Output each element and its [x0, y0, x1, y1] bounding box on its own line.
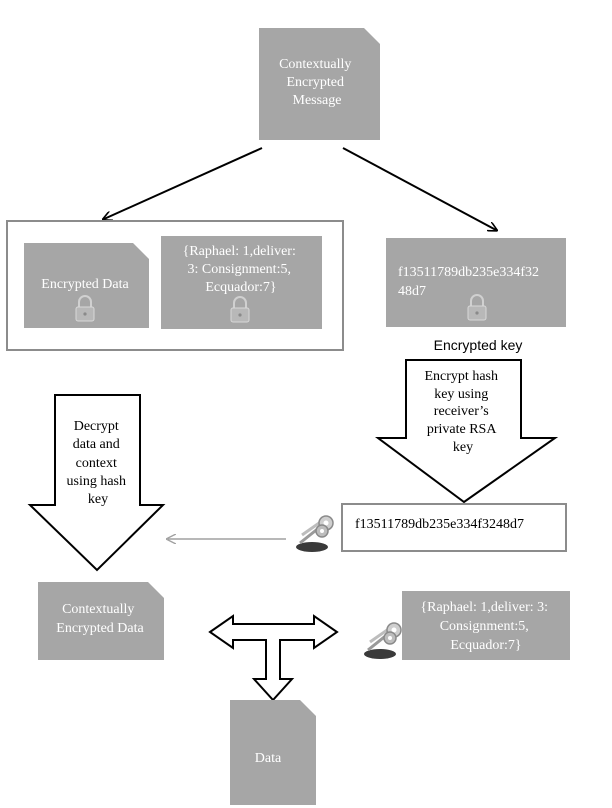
encrypted-data-node: Encrypted Data	[24, 243, 149, 328]
split-group-frame	[6, 220, 344, 351]
context-bottom-text: {Raphael: 1,deliver: 3: Consignment:5, E…	[420, 600, 551, 653]
hash-key-node: f13511789db235e334f32 48d7	[386, 238, 566, 327]
keys-icon	[296, 515, 334, 552]
hash-key-plain-node: f13511789db235e334f3248d7	[341, 503, 567, 552]
message-label: Contextually Encrypted Message	[279, 57, 355, 108]
contextually-data-label: Contextually Encrypted Data	[56, 602, 144, 636]
data-node: Data	[230, 700, 316, 805]
encrypt-arrow-text: Encrypt hash key using receiver’s privat…	[425, 369, 502, 455]
message-node: Contextually Encrypted Message	[259, 28, 380, 140]
hash-key-text: f13511789db235e334f32 48d7	[398, 265, 543, 299]
context-top-text: {Raphael: 1,deliver: 3: Consignment:5, E…	[183, 244, 300, 295]
lock-icon	[75, 295, 95, 322]
encrypted-data-label: Encrypted Data	[41, 277, 129, 292]
hash-key-plain-text: f13511789db235e334f3248d7	[355, 517, 524, 532]
lock-icon	[467, 294, 487, 321]
keys-icon	[364, 622, 402, 659]
contextually-data-node: Contextually Encrypted Data	[38, 582, 164, 660]
context-bottom-node: {Raphael: 1,deliver: 3: Consignment:5, E…	[402, 591, 570, 660]
encrypt-block-arrow: Encrypt hash key using receiver’s privat…	[374, 359, 559, 504]
data-label: Data	[255, 751, 282, 766]
arrow-to-encrypted-data	[104, 147, 263, 219]
decrypt-block-arrow: Decrypt data and context using hash key	[27, 394, 166, 572]
arrow-to-hash-key	[342, 147, 496, 230]
lock-icon	[230, 296, 250, 323]
encrypted-key-caption: Encrypted key	[434, 337, 523, 353]
context-top-node: {Raphael: 1,deliver: 3: Consignment:5, E…	[161, 236, 322, 329]
merge-t-arrow	[208, 614, 339, 702]
decrypt-arrow-text: Decrypt data and context using hash key	[67, 419, 130, 507]
